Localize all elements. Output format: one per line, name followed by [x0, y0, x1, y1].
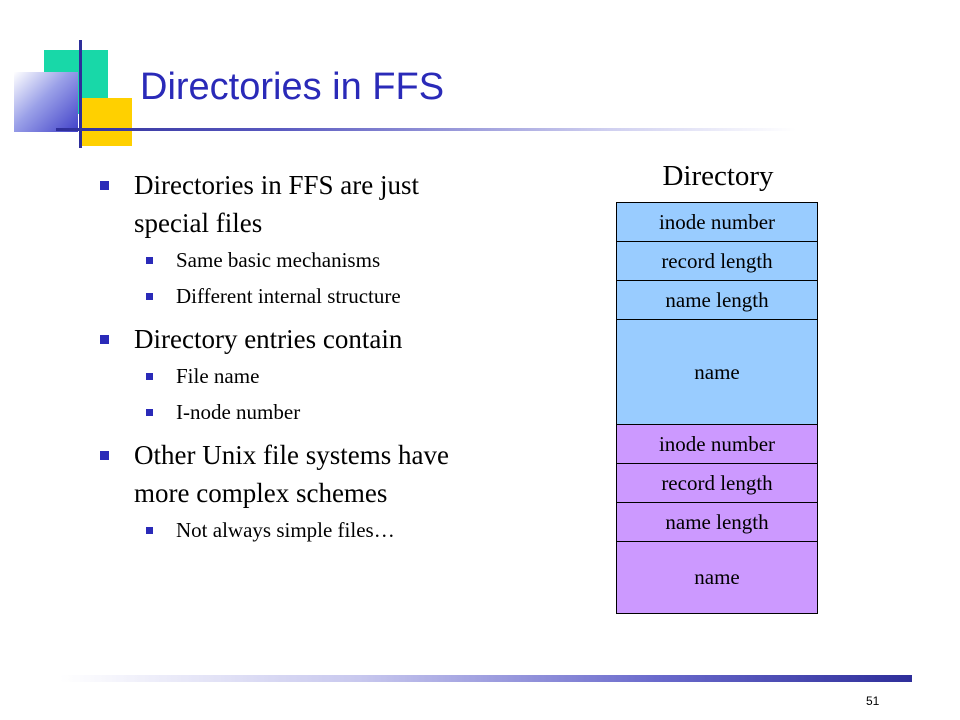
entry-1-name-length: name length [617, 281, 817, 320]
bullet-3: Other Unix file systems have more comple… [100, 436, 500, 512]
page-number: 51 [866, 694, 880, 708]
entry-2-record-length: record length [617, 464, 817, 503]
decor-square-yellow [80, 98, 132, 146]
entry-2-inode-number: inode number [617, 425, 817, 464]
sub-bullet-1-2: Different internal structure [100, 278, 500, 314]
title-underline [56, 128, 796, 131]
sub-bullet-1-1: Same basic mechanisms [100, 242, 500, 278]
bullet-list: Directories in FFS are just special file… [100, 160, 500, 548]
sub-bullet-2-1: File name [100, 358, 500, 394]
decor-vertical-line [79, 40, 82, 148]
footer-divider [60, 675, 912, 682]
slide-title: Directories in FFS [140, 66, 445, 108]
entry-1-name: name [617, 320, 817, 425]
entry-1-record-length: record length [617, 242, 817, 281]
bullet-2: Directory entries contain [100, 320, 500, 358]
directory-diagram: inode number record length name length n… [616, 202, 818, 614]
entry-2-name-length: name length [617, 503, 817, 542]
sub-bullet-3-1: Not always simple files… [100, 512, 500, 548]
decor-square-blue [14, 72, 78, 132]
entry-2-name: name [617, 542, 817, 613]
sub-bullet-2-2: I-node number [100, 394, 500, 430]
directory-heading: Directory [662, 160, 774, 192]
bullet-1: Directories in FFS are just special file… [100, 166, 500, 242]
entry-1-inode-number: inode number [617, 203, 817, 242]
